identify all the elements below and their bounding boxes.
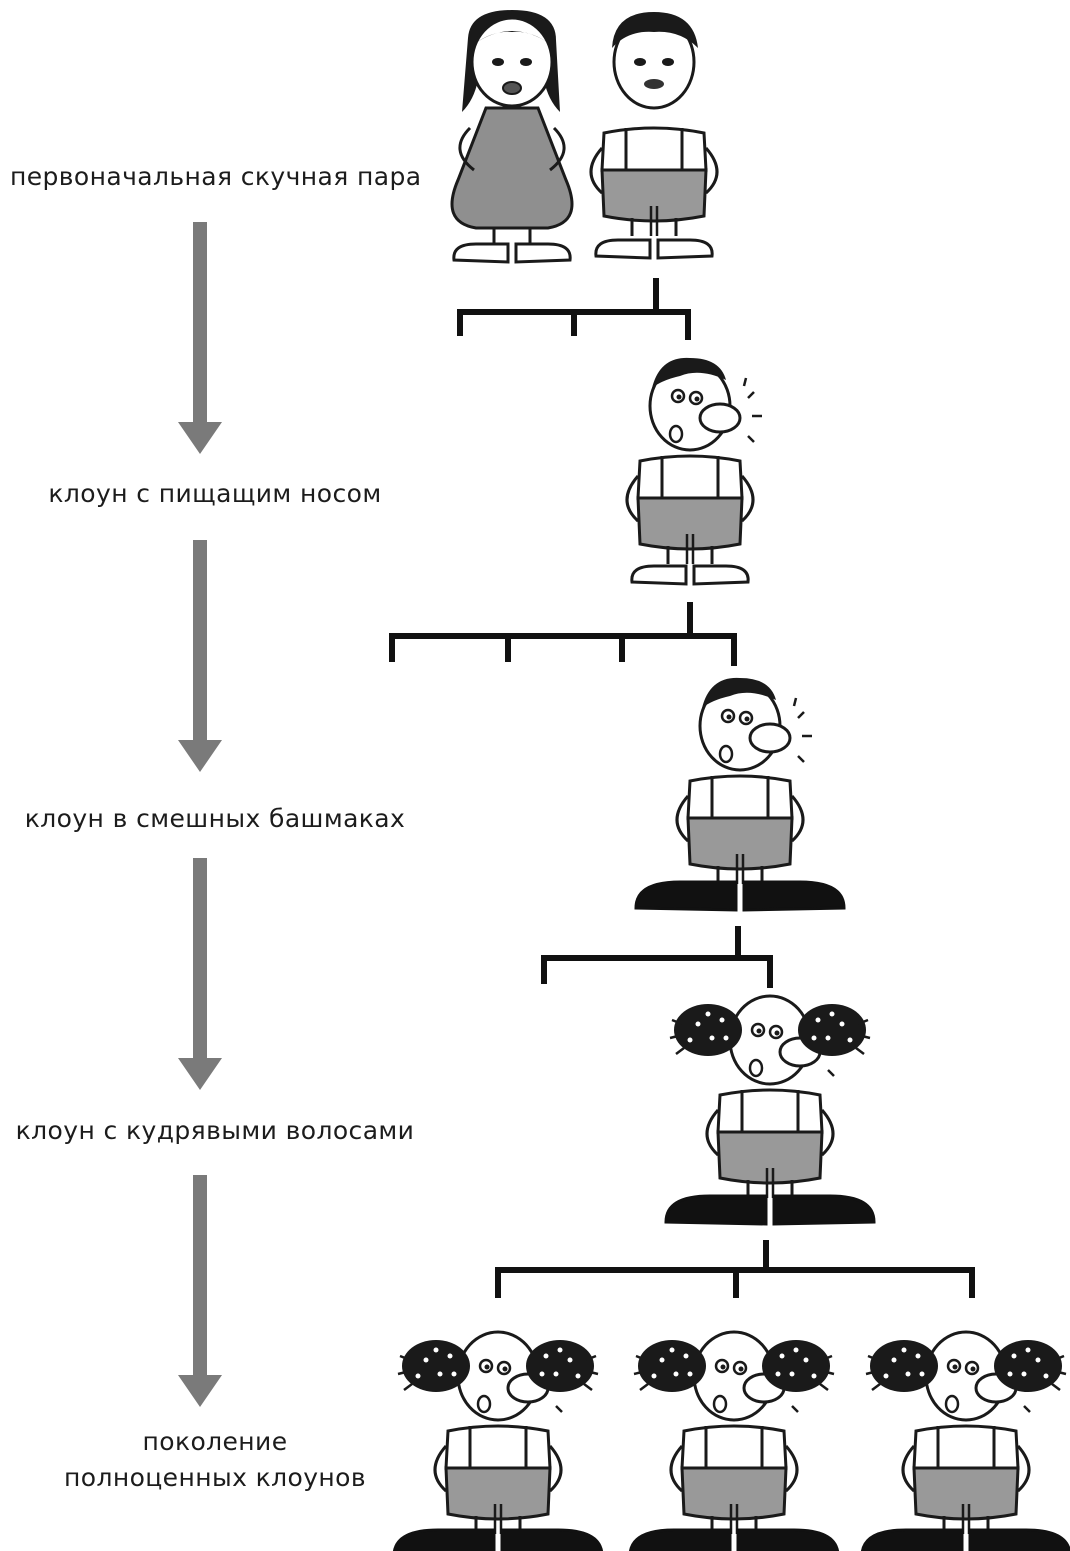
stage-label-full-clowns-line1: поколение — [142, 1427, 288, 1456]
down-arrow-icon — [178, 222, 222, 454]
down-arrow-icon — [178, 540, 222, 772]
clown-figure — [392, 1330, 604, 1551]
family-tree-bracket — [541, 926, 773, 988]
family-tree-bracket — [495, 1240, 975, 1298]
clown-figure — [628, 1330, 840, 1551]
down-arrow-icon — [178, 858, 222, 1090]
clown-figure — [634, 677, 846, 912]
clown-figure — [625, 357, 764, 586]
down-arrow-icon — [178, 1175, 222, 1407]
stage-label-full-clowns-line2: полноценных клоунов — [64, 1463, 366, 1492]
stage-label-squeaky-nose: клоун с пищащим носом — [48, 479, 382, 508]
stage-label-original-pair: первоначальная скучная пара — [10, 162, 422, 191]
clown-figure — [860, 1330, 1070, 1551]
stage-label-funny-shoes: клоун в смешных башмаках — [24, 804, 406, 833]
family-tree-bracket — [389, 602, 737, 666]
boy-figure — [589, 12, 719, 260]
stage-label-curly-hair: клоун с кудрявыми волосами — [15, 1116, 415, 1145]
girl-figure — [450, 10, 574, 264]
clown-figure — [664, 994, 876, 1226]
family-tree-bracket — [457, 278, 691, 340]
